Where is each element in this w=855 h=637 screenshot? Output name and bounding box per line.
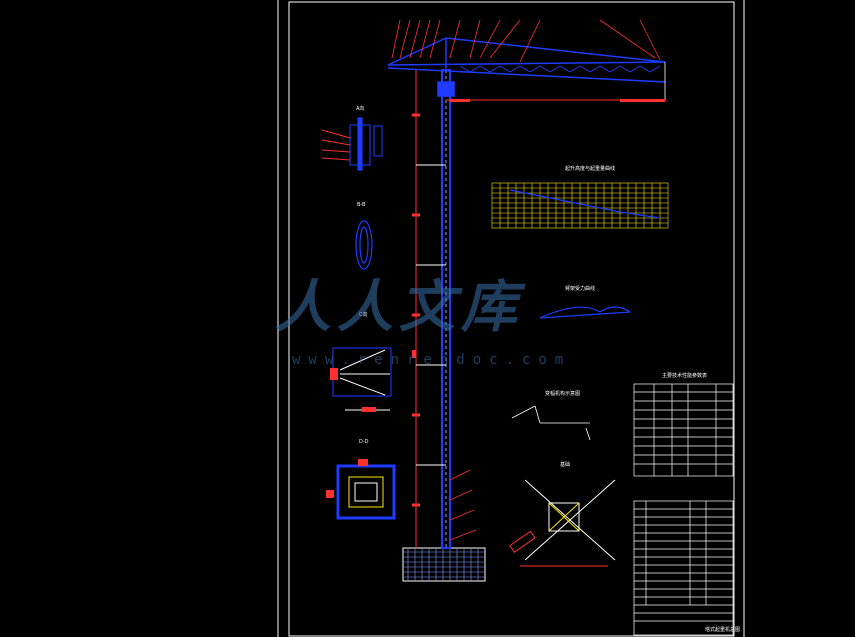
curve-title: 臂架受力曲线	[565, 285, 595, 292]
parameter-table-title: 主要技术性能参数表	[662, 372, 707, 379]
top-callout-leaders	[391, 19, 661, 63]
detail-view-c	[330, 347, 392, 412]
parameter-table	[633, 383, 734, 477]
view-label-a: A向	[356, 105, 364, 112]
tower-jib	[387, 37, 666, 101]
base-plan-view	[509, 479, 616, 567]
view-label-base: 基础	[560, 461, 570, 468]
mechanism-sketch	[511, 405, 591, 441]
view-label-b: B-B	[357, 202, 366, 208]
dimension-marks	[412, 99, 665, 358]
title-block	[633, 500, 734, 636]
chart-grid-title: 起升高度与起重量曲线	[565, 165, 615, 172]
mast-callout-leaders	[449, 469, 477, 541]
detail-view-b	[355, 220, 373, 270]
detail-view-d	[326, 459, 396, 520]
drawing-frame	[277, 0, 745, 637]
tower-mast	[412, 69, 451, 549]
detail-view-a	[321, 117, 383, 171]
diagram3-title: 变幅机构示意图	[545, 390, 580, 397]
foundation-block	[402, 547, 486, 582]
title-block-text: 塔式起重机总图	[705, 626, 740, 633]
view-label-d: D-D	[359, 439, 369, 445]
view-label-c: C向	[359, 311, 368, 318]
yellow-grid-chart	[491, 182, 669, 229]
jib-curve-diagram	[539, 306, 631, 319]
